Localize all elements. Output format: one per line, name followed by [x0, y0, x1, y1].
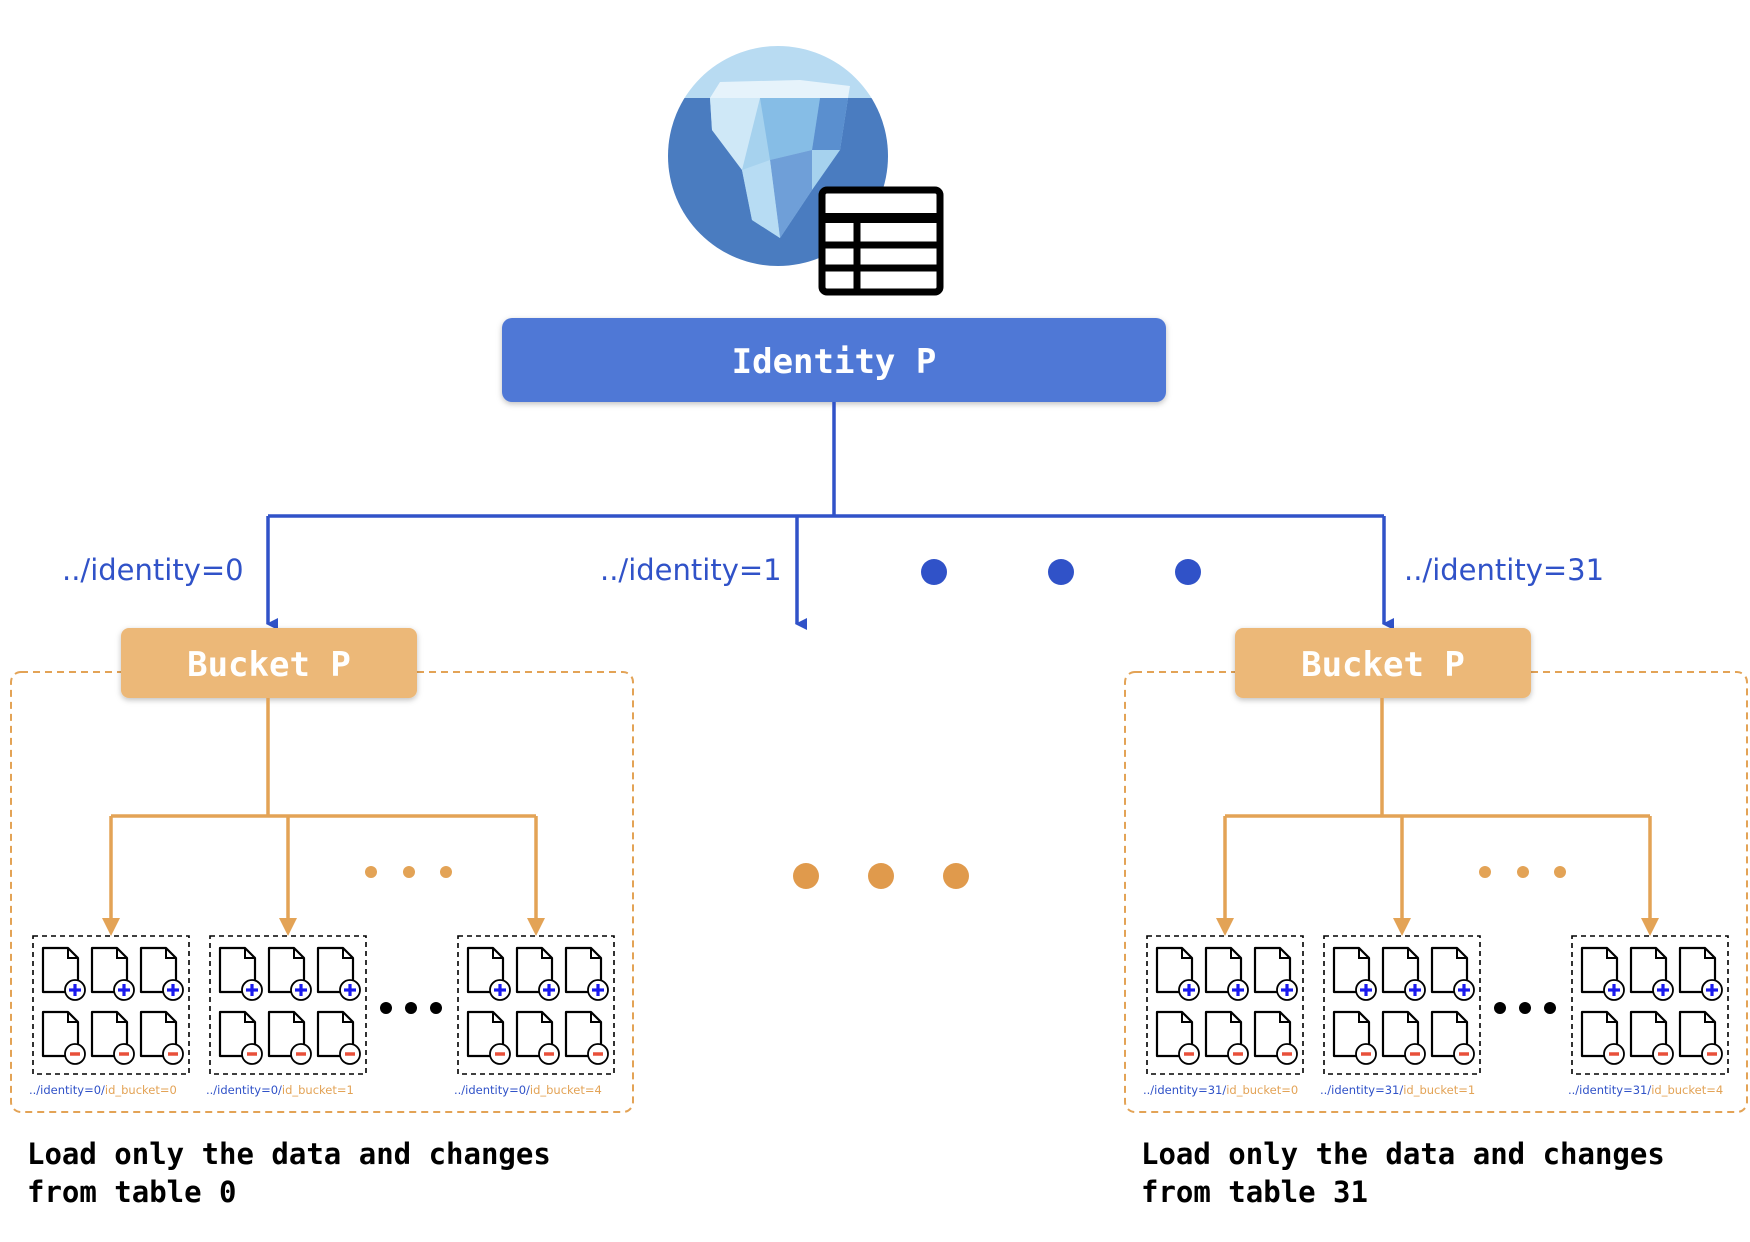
bucket-path-label: ../identity=0/id_bucket=0 [29, 1083, 177, 1097]
bucket-p-label: Bucket P [1301, 645, 1465, 685]
delete-file-icon [564, 1010, 609, 1065]
delete-file-icon [41, 1010, 86, 1065]
bucket-connectors [102, 698, 545, 936]
bucket-groups-ellipsis [793, 863, 969, 889]
identity-branch-label-1: ../identity=1 [600, 553, 782, 587]
data-file-icon [1678, 946, 1723, 1001]
data-file-icon [1332, 946, 1377, 1001]
identity-ellipsis [921, 559, 1201, 585]
delete-file-icon [515, 1010, 560, 1065]
bucket-path-label: ../identity=0/id_bucket=1 [206, 1083, 354, 1097]
bucket-p-box [121, 628, 417, 698]
delete-file-icon [1629, 1010, 1674, 1065]
bucket-path-label: ../identity=31/id_bucket=4 [1568, 1083, 1723, 1097]
bucket-file-group: ../identity=0/id_bucket=4 [454, 935, 615, 1097]
data-file-icon [564, 946, 609, 1001]
data-file-icon [515, 946, 560, 1001]
iceberg-table-logo-icon [668, 46, 944, 296]
identity-p-box [502, 318, 1166, 402]
bucket-path-label: ../identity=31/id_bucket=0 [1143, 1083, 1298, 1097]
bucket-file-group: ../identity=31/id_bucket=1 [1320, 935, 1481, 1097]
delete-file-icon [218, 1010, 263, 1065]
bucket-file-group: ../identity=31/id_bucket=0 [1143, 935, 1304, 1097]
data-file-icon [1155, 946, 1200, 1001]
delete-file-icon [1580, 1010, 1625, 1065]
delete-file-icon [1332, 1010, 1377, 1065]
caption-line-2: from table 0 [27, 1175, 237, 1209]
delete-file-icon [316, 1010, 361, 1065]
bucket-file-group: ../identity=0/id_bucket=0 [29, 935, 190, 1097]
data-file-icon [1253, 946, 1298, 1001]
delete-file-icon [1204, 1010, 1249, 1065]
data-file-icon [218, 946, 263, 1001]
identity-p-label: Identity P [732, 342, 937, 382]
data-file-icon [1580, 946, 1625, 1001]
data-file-icon [41, 946, 86, 1001]
data-file-icon [466, 946, 511, 1001]
bucket-p-box [1235, 628, 1531, 698]
bucket-p-label: Bucket P [187, 645, 351, 685]
data-file-icon [1204, 946, 1249, 1001]
data-file-icon [1430, 946, 1475, 1001]
bucket-file-group: ../identity=31/id_bucket=4 [1568, 935, 1729, 1097]
data-file-icon [1629, 946, 1674, 1001]
identity-branch-label-31: ../identity=31 [1404, 553, 1604, 587]
bucket-connectors [1216, 698, 1659, 936]
delete-file-icon [139, 1010, 184, 1065]
data-file-icon [316, 946, 361, 1001]
delete-file-icon [1430, 1010, 1475, 1065]
bucket-ellipsis [365, 866, 452, 878]
bucket-group-1: Bucket P ../identity=31/id_bucket=0 ../ide… [1124, 628, 1748, 1209]
bucket-file-group: ../identity=0/id_bucket=1 [206, 935, 367, 1097]
file-ellipsis [1494, 1002, 1556, 1014]
delete-file-icon [267, 1010, 312, 1065]
delete-file-icon [1678, 1010, 1723, 1065]
bucket-path-label: ../identity=31/id_bucket=1 [1320, 1083, 1475, 1097]
delete-file-icon [1381, 1010, 1426, 1065]
bucket-path-label: ../identity=0/id_bucket=4 [454, 1083, 602, 1097]
caption-line-1: Load only the data and changes [1141, 1137, 1665, 1171]
caption-line-2: from table 31 [1141, 1175, 1368, 1209]
data-file-icon [139, 946, 184, 1001]
data-file-icon [267, 946, 312, 1001]
data-file-icon [90, 946, 135, 1001]
identity-branch-label-0: ../identity=0 [62, 553, 244, 587]
delete-file-icon [90, 1010, 135, 1065]
identity-p-node: Identity P [502, 318, 1166, 402]
file-ellipsis [380, 1002, 442, 1014]
caption-line-1: Load only the data and changes [27, 1137, 551, 1171]
delete-file-icon [1155, 1010, 1200, 1065]
data-file-icon [1381, 946, 1426, 1001]
delete-file-icon [466, 1010, 511, 1065]
identity-connectors [266, 402, 1394, 630]
bucket-group-0: Bucket P ../identity=0/id_bucket=0 ../iden… [10, 628, 634, 1209]
bucket-ellipsis [1479, 866, 1566, 878]
delete-file-icon [1253, 1010, 1298, 1065]
